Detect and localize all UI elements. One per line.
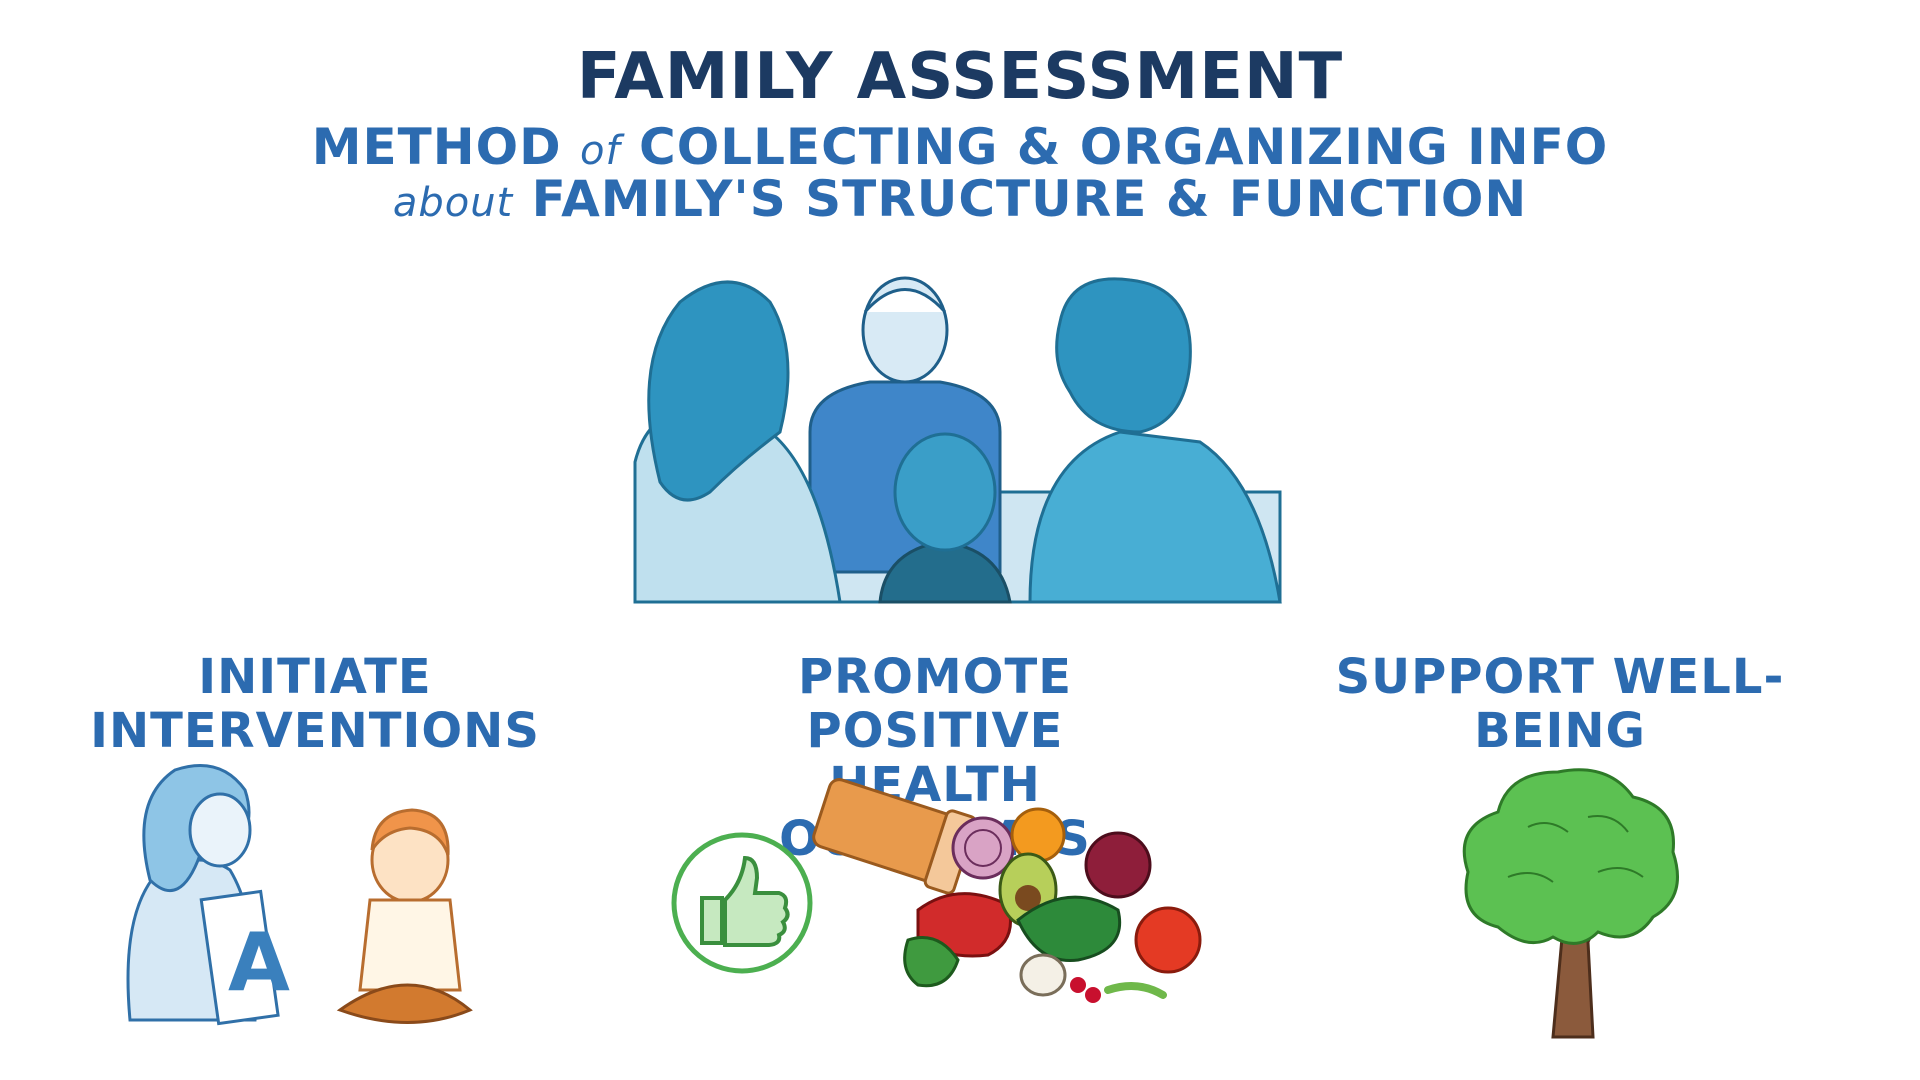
page-title: FAMILY ASSESSMENT [576,40,1344,114]
subtitle-line-2: about FAMILY'S STRUCTURE & FUNCTION [392,170,1528,228]
goal-label-initiate-interventions: INITIATE INTERVENTIONS [90,649,540,759]
healthy-food-illustration [812,778,1202,1003]
tree-illustration [1462,768,1679,1039]
thumbs-up-icon [671,832,813,974]
family-meeting-illustration [633,276,1282,604]
goal-label-support-well-being: SUPPORT WELL-BEING [1335,649,1785,759]
nurse-and-child-illustration: A [126,764,473,1026]
svg-text:A: A [228,916,290,1009]
subtitle-line-1: METHOD of COLLECTING & ORGANIZING INFO [311,118,1609,176]
